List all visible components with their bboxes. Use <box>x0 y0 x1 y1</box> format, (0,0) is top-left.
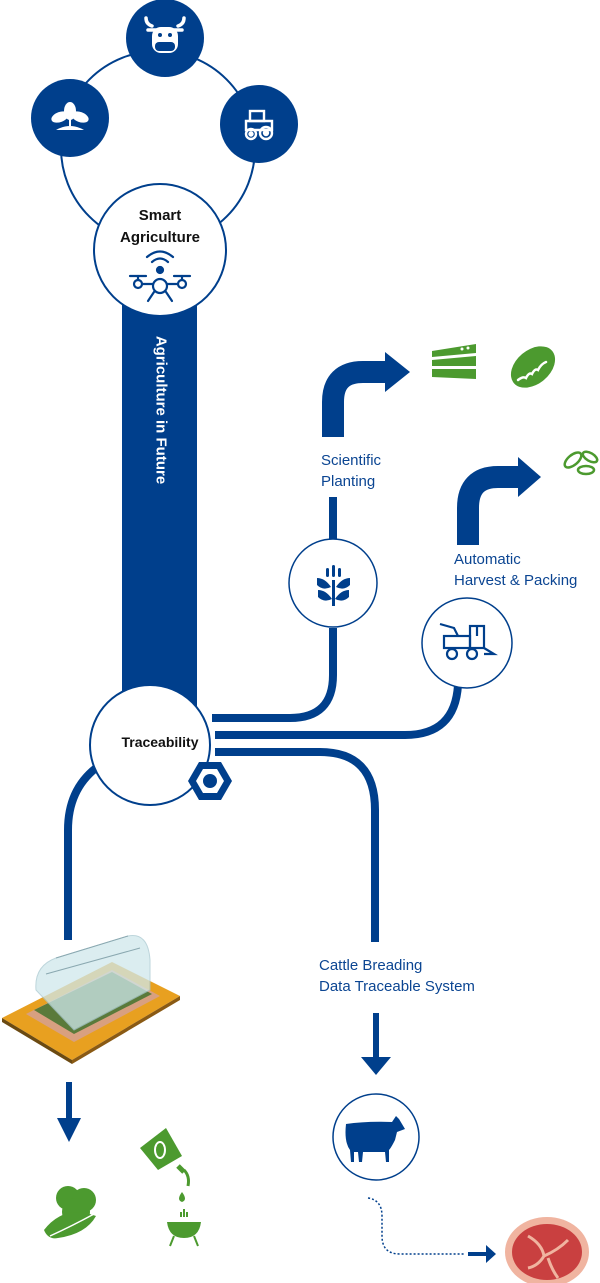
scientific-planting-line1: Scientific <box>321 452 382 469</box>
harvester-icon <box>439 622 498 661</box>
line-to-cattle <box>215 748 379 942</box>
branch-lines <box>64 628 462 942</box>
cake-icon <box>432 344 476 379</box>
line-to-greenhouse <box>64 764 99 940</box>
smart-agriculture-line1: Smart <box>138 207 182 224</box>
leafy-vegetable-icon <box>44 1186 96 1239</box>
arrow-planting-output <box>322 352 410 437</box>
automatic-harvest-label: Automatic Harvest & Packing <box>454 549 577 591</box>
trunk-label: Agriculture in Future <box>152 335 170 485</box>
smart-agriculture-title: Smart Agriculture <box>110 205 210 249</box>
steak-arrow <box>468 1245 496 1263</box>
peanut-oil-icon <box>140 1128 190 1202</box>
scientific-planting-label: Scientific Planting <box>321 450 381 492</box>
arrow-harvest-output <box>457 457 541 545</box>
tractor-icon <box>244 109 274 141</box>
satellite-plant <box>31 79 109 157</box>
cucumber-icon <box>510 346 556 388</box>
smart-agriculture-line2: Agriculture <box>119 229 200 246</box>
cattle-down-arrow <box>361 1013 391 1075</box>
satellite-cow <box>126 0 204 77</box>
planting-stem <box>329 497 337 541</box>
traceability-node[interactable] <box>89 684 211 806</box>
seeds-icon <box>563 450 599 476</box>
greenhouse-icon <box>2 935 180 1064</box>
greenhouse-down-arrow <box>57 1082 81 1142</box>
steak-icon <box>505 1217 589 1283</box>
line-to-harvest <box>215 684 462 739</box>
cow-icon <box>345 1116 405 1162</box>
automatic-harvest-node[interactable] <box>421 597 513 689</box>
grill-icon <box>167 1209 201 1247</box>
cattle-line2: Data Traceable System <box>319 978 475 995</box>
traceability-title: Traceability <box>121 734 199 750</box>
satellite-tractor <box>220 85 298 163</box>
hex-nut-icon <box>188 762 232 800</box>
cattle-line1: Cattle Breading <box>319 957 423 974</box>
automatic-harvest-line2: Harvest & Packing <box>454 572 578 589</box>
dotted-connector <box>367 1197 464 1255</box>
smart-agriculture-node[interactable] <box>93 183 227 317</box>
scientific-planting-line2: Planting <box>321 473 376 490</box>
cattle-label: Cattle Breading Data Traceable System <box>319 955 475 997</box>
wheat-icon <box>317 565 350 606</box>
drone-icon <box>128 250 192 303</box>
cow-face-icon <box>144 16 186 53</box>
automatic-harvest-line1: Automatic <box>454 551 521 568</box>
plant-sprout-icon <box>51 102 89 130</box>
line-to-planting <box>212 628 337 722</box>
trunk-bar <box>122 290 197 730</box>
